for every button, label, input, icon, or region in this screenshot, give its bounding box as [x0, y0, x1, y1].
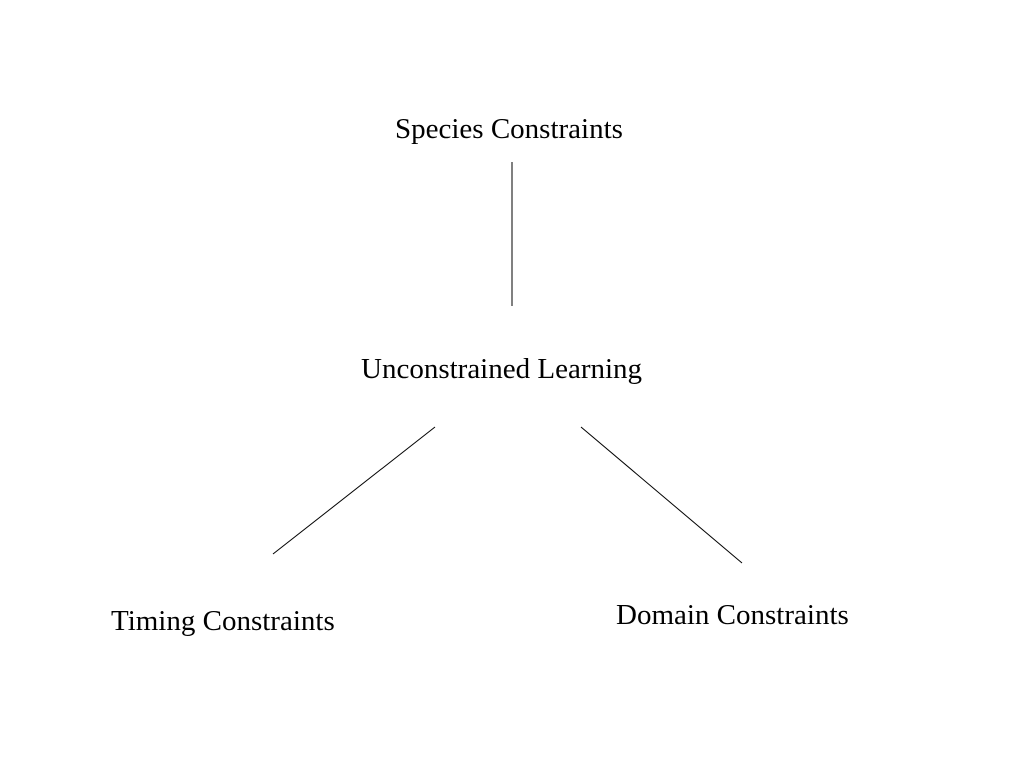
- edge-unconstrained-to-timing: [272, 426, 436, 555]
- node-domain-constraints: Domain Constraints: [616, 599, 849, 631]
- node-species-constraints: Species Constraints: [395, 113, 623, 145]
- edge-unconstrained-to-domain: [580, 426, 743, 564]
- node-unconstrained-learning: Unconstrained Learning: [361, 353, 643, 385]
- node-timing-constraints: Timing Constraints: [111, 605, 335, 637]
